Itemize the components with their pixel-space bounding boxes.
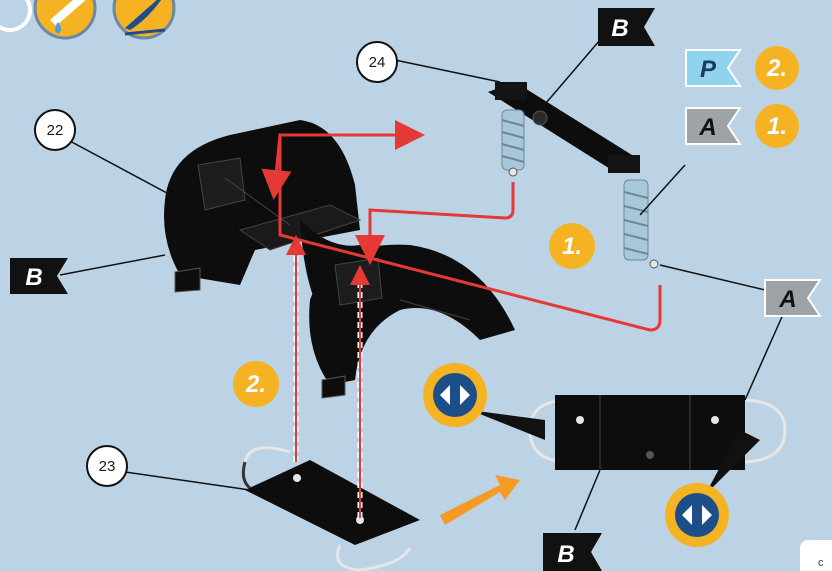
legend-row-p: P 2.	[685, 46, 799, 90]
svg-text:1.: 1.	[767, 113, 787, 140]
svg-text:B: B	[611, 15, 628, 42]
svg-text:22: 22	[47, 122, 64, 139]
partial-icon	[0, 0, 32, 32]
svg-text:B: B	[25, 264, 42, 291]
push-arrow	[440, 475, 520, 525]
svg-text:2.: 2.	[766, 55, 787, 82]
part-22-housing	[164, 120, 515, 399]
svg-text:1.: 1.	[562, 233, 582, 260]
part-number-24: 24	[356, 41, 398, 83]
part-number-22: 22	[34, 109, 76, 151]
part-24-spring-bar	[488, 82, 659, 269]
leader-lines	[59, 39, 786, 531]
assembly-arrows	[261, 120, 662, 518]
svg-text:23: 23	[99, 458, 116, 475]
part-23-plate	[241, 446, 420, 571]
step-badge-1: 1.	[549, 223, 595, 269]
flag-b-left: B	[10, 258, 68, 294]
step-badge-2: 2.	[233, 361, 279, 407]
assembled-view	[528, 395, 787, 470]
feather-icon	[112, 0, 176, 40]
part-number-23: 23	[86, 445, 128, 487]
flag-b-bottom: B	[543, 533, 602, 571]
svg-text:2.: 2.	[245, 371, 266, 398]
snap-fit-icon	[423, 363, 545, 440]
legend-row-a: A 1.	[685, 104, 799, 148]
svg-text:B: B	[557, 541, 574, 568]
corner-tab: c	[800, 540, 832, 571]
snap-fit-icon	[665, 430, 760, 547]
svg-text:P: P	[700, 56, 717, 83]
svg-text:A: A	[698, 114, 716, 141]
flag-b-top: B	[598, 8, 655, 46]
svg-text:c: c	[818, 557, 824, 569]
svg-text:24: 24	[369, 54, 386, 71]
lubricate-icon	[33, 0, 97, 40]
flag-a-right: A	[764, 279, 822, 317]
svg-text:A: A	[778, 286, 796, 313]
